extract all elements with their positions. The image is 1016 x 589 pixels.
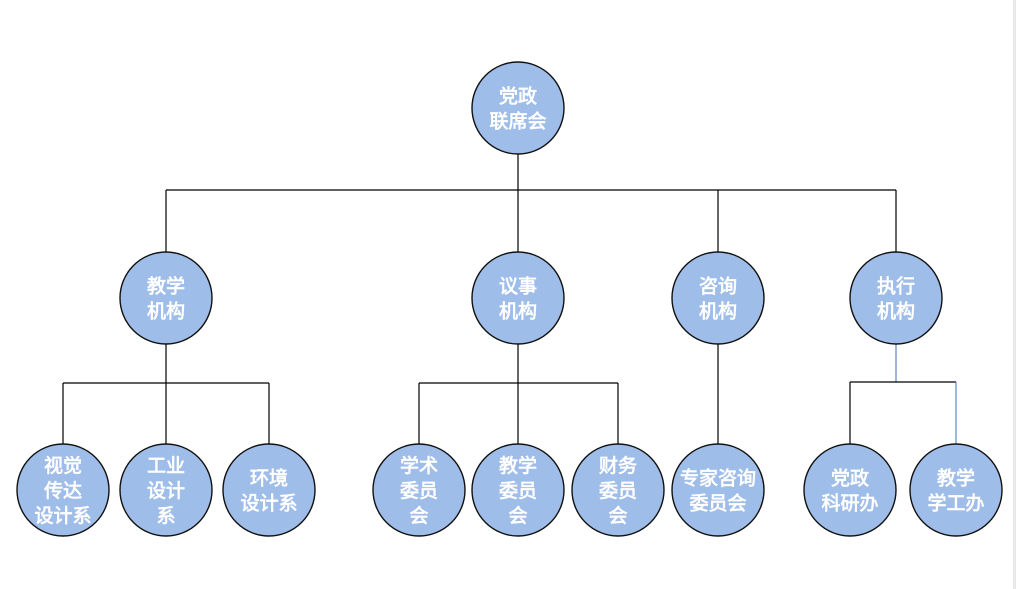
node-visual-label-line: 设计系 [34,505,91,527]
window-edge [1013,0,1016,589]
node-finance-label-line: 委员 [598,480,637,502]
node-teaching-circle [119,251,213,345]
node-environment-label-line: 环境 [250,467,288,490]
node-consulting-circle [671,251,765,345]
node-student-affairs-circle [909,443,1003,537]
node-student-affairs-label-line: 学工办 [927,492,984,515]
node-executive-label-line: 执行 [877,275,915,298]
node-academic-label-line: 学术 [400,454,438,477]
node-consulting-label-line: 咨询 [699,275,737,298]
node-finance-label-line: 财务 [599,454,638,477]
node-teaching-committee-label-line: 会 [508,504,527,527]
node-expert-label-line: 委员会 [688,492,746,515]
node-industrial-label-line: 设计 [147,480,185,502]
org-nodes: 党政联席会教学机构视觉传达设计系工业设计系环境设计系议事机构学术委员会教学委员会… [16,61,1003,537]
node-root-label-line: 党政 [499,85,538,108]
node-industrial-label-line: 系 [156,505,175,527]
node-finance-circle [571,443,665,537]
node-root-circle [471,61,565,155]
node-consulting-label-line: 机构 [699,300,737,323]
node-deliberation-circle [471,251,565,345]
node-party-research-label-line: 科研办 [821,492,878,515]
node-teaching-committee-label-line: 教学 [499,454,537,477]
node-visual-label-line: 视觉 [44,454,82,477]
node-visual-circle [16,443,110,537]
node-party-research-circle [803,443,897,537]
node-party-research-label-line: 党政 [831,467,870,490]
node-root-label-line: 联席会 [489,110,546,133]
node-academic-label-line: 委员 [399,480,438,502]
connector-lines [62,154,957,444]
node-teaching-committee-circle [471,443,565,537]
node-finance-label-line: 会 [608,504,627,527]
node-expert-circle [671,443,765,537]
node-teaching-label-line: 机构 [147,300,185,323]
node-academic-circle [372,443,466,537]
node-deliberation-label-line: 议事 [499,275,537,298]
node-executive-circle [849,251,943,345]
node-expert-label-line: 专家咨询 [680,467,756,490]
node-teaching-committee-label-line: 委员 [498,480,537,502]
node-industrial-label-line: 工业 [147,455,185,477]
node-environment-circle [222,443,316,537]
node-deliberation-label-line: 机构 [499,300,537,323]
node-academic-label-line: 会 [409,504,428,527]
node-visual-label-line: 传达 [43,479,82,502]
node-industrial-circle [119,443,213,537]
node-student-affairs-label-line: 教学 [937,467,975,490]
node-environment-label-line: 设计系 [240,493,297,515]
node-executive-label-line: 机构 [877,300,915,323]
node-teaching-label-line: 教学 [147,275,185,298]
